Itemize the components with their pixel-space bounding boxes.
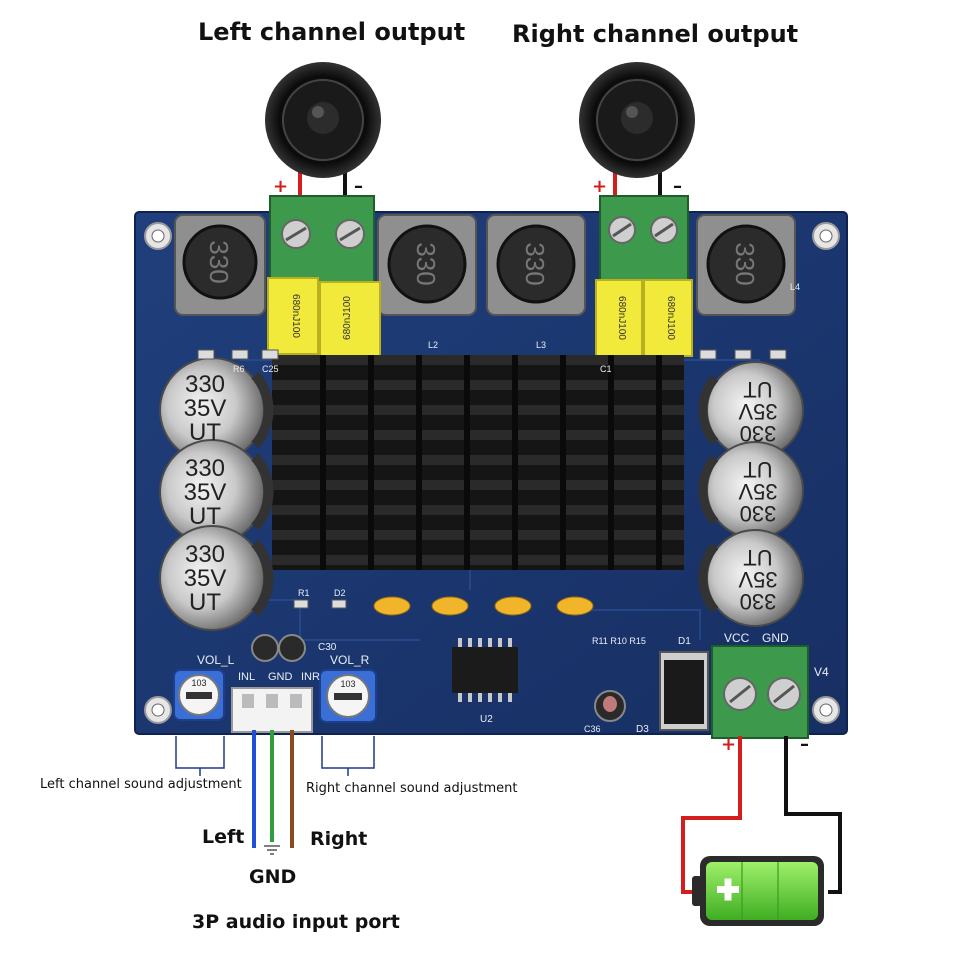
right-channel-output-label: Right channel output (512, 20, 799, 48)
inductor-4: 330 (696, 214, 796, 316)
svg-text:680nJ100: 680nJ100 (616, 296, 627, 340)
svg-text:330: 330 (740, 589, 777, 614)
svg-text:UT: UT (743, 457, 772, 482)
svg-text:C1: C1 (600, 364, 612, 374)
svg-text:330: 330 (740, 501, 777, 526)
left-output-terminal (269, 195, 375, 283)
smd-components (197, 349, 787, 616)
svg-text:330: 330 (185, 371, 225, 398)
svg-text:680nJ100: 680nJ100 (342, 296, 353, 340)
left-output-minus-sign: – (354, 176, 363, 197)
svg-text:GND: GND (268, 671, 293, 683)
inductor-1: 330 (174, 214, 266, 316)
svg-text:R1: R1 (298, 588, 310, 598)
svg-text:330: 330 (740, 421, 777, 446)
3p-input-connector (231, 687, 313, 733)
adjustment-brackets (175, 736, 375, 776)
right-output-minus-sign: – (673, 176, 682, 197)
svg-text:330: 330 (185, 455, 225, 482)
svg-text:35V: 35V (184, 395, 227, 422)
svg-text:R6: R6 (233, 364, 245, 374)
inductor-2: 330 (377, 214, 477, 316)
diode-d1 (659, 651, 709, 731)
battery-icon (692, 856, 824, 926)
small-caps (251, 634, 626, 722)
power-terminal (711, 645, 809, 739)
svg-text:VCC: VCC (724, 631, 750, 645)
svg-text:680nJ100: 680nJ100 (290, 294, 301, 338)
svg-text:UT: UT (743, 545, 772, 570)
svg-text:35V: 35V (738, 399, 777, 424)
right-output-plus-sign: + (592, 176, 608, 197)
svg-text:L2: L2 (428, 340, 438, 350)
right-output-terminal (599, 195, 689, 283)
svg-text:D3: D3 (636, 724, 649, 735)
svg-text:C30: C30 (318, 642, 337, 653)
right-volume-potentiometer: 103 (319, 669, 377, 723)
electrolytic-caps-right: 330 35V UT 330 35V UT 330 35V UT (698, 361, 804, 627)
battery-plus-icon (717, 878, 739, 901)
audio-input-wires (252, 730, 294, 855)
svg-text:103: 103 (191, 678, 206, 688)
svg-text:35V: 35V (184, 479, 227, 506)
left-output-plus-sign: + (273, 176, 289, 197)
svg-text:INR: INR (301, 671, 320, 683)
ground-symbol-icon (264, 845, 280, 855)
right-sound-adjustment-label: Right channel sound adjustment (306, 781, 518, 796)
inductor-4-marking: 330 (730, 242, 760, 285)
svg-text:D1: D1 (678, 636, 691, 647)
electrolytic-caps-left: 330 35V UT 330 35V UT 330 35V UT (159, 357, 274, 631)
left-volume-potentiometer: 103 (173, 669, 225, 721)
svg-text:330: 330 (185, 541, 225, 568)
power-plus-sign: + (721, 734, 737, 755)
svg-text:35V: 35V (738, 479, 777, 504)
svg-text:V4: V4 (814, 665, 829, 679)
svg-text:UT: UT (189, 503, 221, 530)
right-wire-label: Right (310, 828, 368, 850)
svg-text:R11 R10 R15: R11 R10 R15 (592, 636, 646, 646)
svg-text:C36: C36 (584, 724, 601, 734)
left-channel-output-label: Left channel output (198, 18, 466, 46)
left-speaker-icon (265, 62, 381, 178)
power-wires (681, 736, 842, 894)
svg-text:GND: GND (762, 631, 789, 645)
ic-u2 (452, 638, 518, 702)
left-sound-adjustment-label: Left channel sound adjustment (40, 777, 242, 792)
svg-text:UT: UT (743, 377, 772, 402)
inductor-1-marking: 330 (204, 240, 234, 283)
power-minus-sign: – (800, 734, 809, 755)
svg-text:U2: U2 (480, 714, 493, 725)
svg-text:UT: UT (189, 589, 221, 616)
silkscreen-labels: VOL_L VOL_R INL GND INR C30 VCC GND V4 U… (197, 282, 829, 735)
svg-text:INL: INL (238, 671, 255, 683)
svg-text:D2: D2 (334, 588, 346, 598)
svg-text:UT: UT (189, 419, 221, 446)
film-capacitors: 680nJ100 680nJ100 680nJ100 680nJ100 (267, 277, 693, 357)
svg-text:680nJ100: 680nJ100 (665, 296, 676, 340)
svg-text:103: 103 (340, 679, 355, 689)
input-port-label: 3P audio input port (192, 911, 400, 933)
heatsink (272, 355, 684, 570)
svg-text:L3: L3 (536, 340, 546, 350)
right-speaker-icon (579, 62, 695, 178)
svg-text:L4: L4 (790, 282, 800, 292)
inductor-3-marking: 330 (520, 242, 550, 285)
svg-text:35V: 35V (184, 565, 227, 592)
gnd-wire-label: GND (249, 866, 297, 888)
inductor-3: 330 (486, 214, 586, 316)
left-wire-label: Left (202, 826, 245, 848)
svg-text:C25: C25 (262, 364, 279, 374)
svg-text:35V: 35V (738, 567, 777, 592)
svg-text:VOL_R: VOL_R (330, 653, 370, 667)
svg-text:VOL_L: VOL_L (197, 653, 235, 667)
inductor-2-marking: 330 (411, 242, 441, 285)
